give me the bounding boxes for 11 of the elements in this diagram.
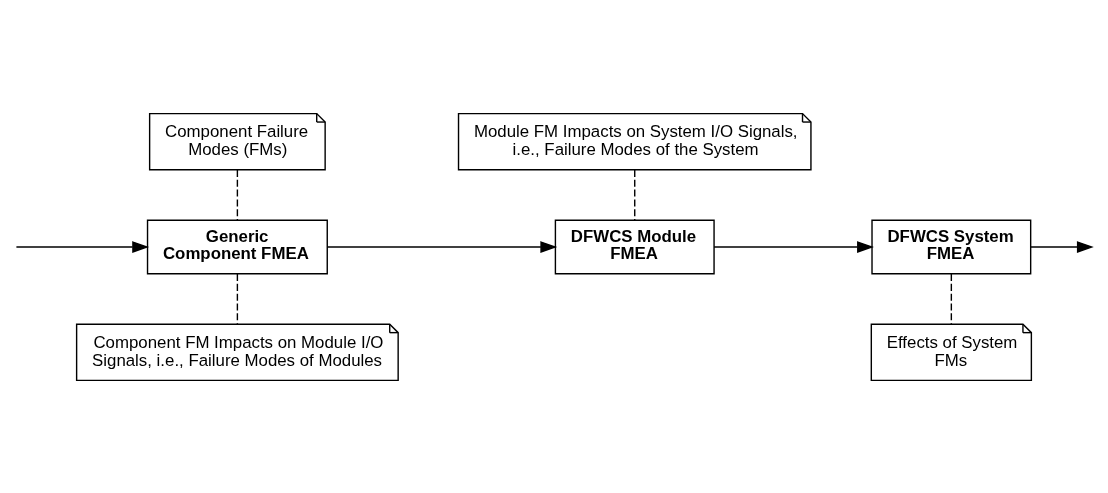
connector (634, 168, 636, 221)
node-box: DFWCS System FMEA (871, 219, 1032, 274)
connector (950, 272, 953, 325)
arrow (713, 240, 874, 253)
connector (236, 168, 239, 221)
arrow (15, 240, 150, 253)
arrow (326, 240, 558, 253)
connector (236, 272, 239, 325)
node-box: DFWCS Module FMEA (554, 219, 715, 274)
arrow (1030, 240, 1094, 253)
node-box: Generic Component FMEA (146, 219, 328, 274)
